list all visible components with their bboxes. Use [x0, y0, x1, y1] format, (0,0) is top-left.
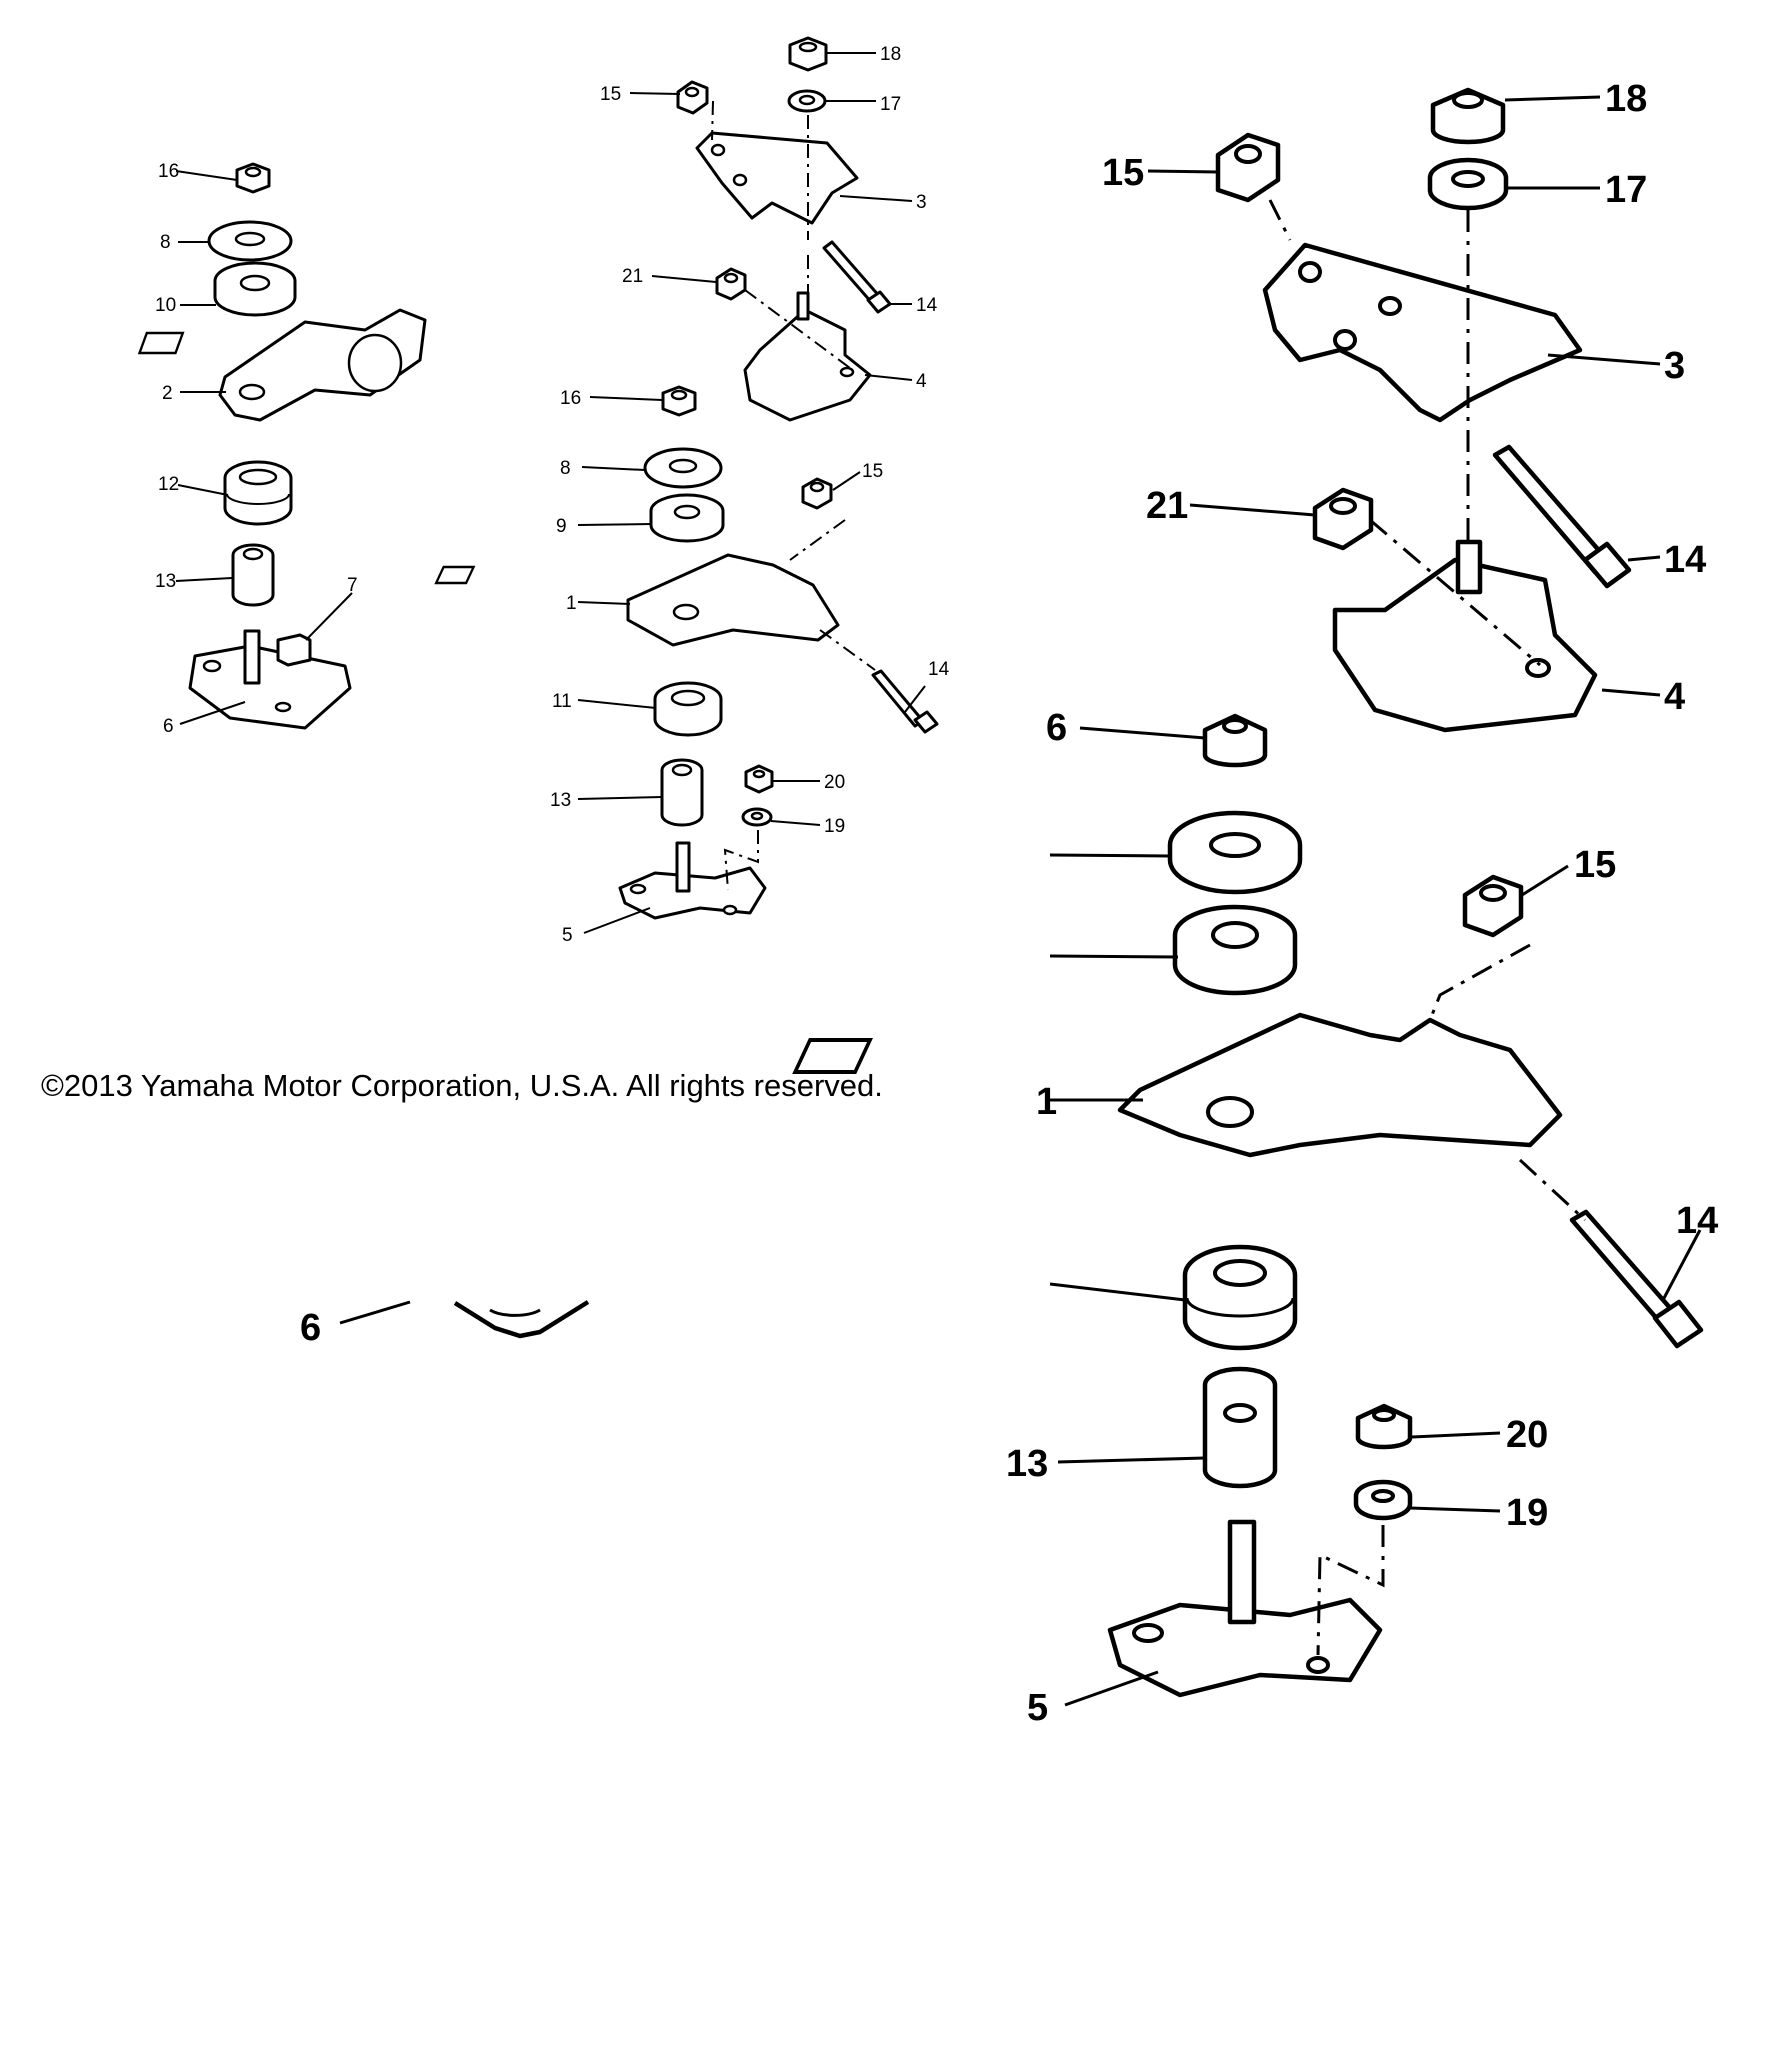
- part-nut-15-top: [676, 80, 709, 115]
- part-bracket-3-large: [1262, 242, 1583, 423]
- label-8-mid: 8: [560, 458, 571, 479]
- label-17-large: 17: [1605, 169, 1647, 211]
- part-nut-20: [744, 764, 774, 794]
- copyright-notice: ©2013 Yamaha Motor Corporation, U.S.A. A…: [41, 1068, 883, 1103]
- right-parts-group: 18 15 17 3 21 14 4 6 15 1 14 13 20 19 5: [792, 78, 1718, 1729]
- middle-parts-group: 18 15 17 3 21 14 4 16 8 15 9 1 14 11 20 …: [434, 36, 950, 946]
- part-nut-16-mid: [661, 385, 697, 417]
- label-18-mid: 18: [880, 44, 901, 65]
- label-6-large: 6: [1046, 707, 1067, 749]
- part-mount-4-large: [1332, 539, 1598, 733]
- label-3-mid: 3: [916, 192, 927, 213]
- part-bracket-1-large: [792, 1012, 1563, 1158]
- part-bracket-3: [695, 131, 859, 225]
- part-mount-4: [743, 291, 872, 422]
- label-12: 12: [158, 474, 179, 495]
- part-bracket-2: [137, 308, 427, 422]
- part-collar-13: [231, 543, 275, 607]
- label-19-mid: 19: [824, 816, 845, 837]
- label-13-mid: 13: [550, 790, 571, 811]
- label-21-large: 21: [1146, 485, 1188, 527]
- label-6-fragment: 6: [300, 1307, 321, 1349]
- label-14-mid-lower: 14: [928, 659, 950, 680]
- part-nut-16: [235, 162, 271, 194]
- part-washer-19-large: [1353, 1479, 1413, 1521]
- label-18-large: 18: [1605, 78, 1647, 120]
- label-6: 6: [163, 716, 174, 737]
- part-washer-8: [207, 220, 293, 262]
- part-bolt-14-top: [822, 240, 892, 314]
- left-parts-group: 16 8 10 2 12 13 7 6: [137, 161, 427, 737]
- label-4-large: 4: [1664, 676, 1685, 718]
- label-15-large-lower: 15: [1574, 844, 1616, 886]
- label-10: 10: [155, 295, 176, 316]
- part-bolt-14-large-lower: [1569, 1209, 1704, 1349]
- part-washer-8-mid: [643, 447, 723, 489]
- part-nut-15-mid: [801, 477, 833, 510]
- part-washer-19: [741, 807, 773, 827]
- label-19-large: 19: [1506, 1492, 1548, 1534]
- label-21-mid: 21: [622, 266, 643, 287]
- part-bolt-14-lower: [871, 669, 939, 734]
- part-plate-5: [618, 841, 767, 920]
- part-washer-17: [787, 89, 827, 113]
- part-nut-18: [788, 36, 828, 72]
- label-4-mid: 4: [916, 371, 927, 392]
- label-13-large: 13: [1006, 1443, 1048, 1485]
- label-15-large-top: 15: [1102, 152, 1144, 194]
- part-nut-18-large: [1430, 87, 1506, 145]
- part-bracket-1: [434, 553, 840, 647]
- label-5-mid: 5: [562, 925, 573, 946]
- label-8: 8: [160, 232, 171, 253]
- part-grommet-large: [1182, 1244, 1298, 1351]
- label-13: 13: [155, 571, 176, 592]
- part-nut-15-large-lower: [1462, 874, 1524, 938]
- part-collar-13-large: [1202, 1366, 1278, 1489]
- label-14-large-lower: 14: [1676, 1200, 1718, 1242]
- label-20-mid: 20: [824, 772, 845, 793]
- label-9-mid: 9: [556, 516, 567, 537]
- part-nut-21-large: [1312, 487, 1374, 551]
- label-20-large: 20: [1506, 1414, 1548, 1456]
- label-3-large: 3: [1664, 345, 1685, 387]
- part-plate-5-large: [1107, 1519, 1383, 1698]
- part-spacer-large: [1172, 904, 1298, 996]
- part-nut-6-large: [1202, 713, 1268, 768]
- part-grommet-11: [653, 681, 723, 737]
- label-1-mid: 1: [566, 593, 577, 614]
- label-11-mid: 11: [552, 691, 572, 712]
- label-16: 16: [158, 161, 179, 182]
- part-nut-15-large: [1215, 132, 1281, 203]
- part-washer-17-large: [1427, 157, 1509, 211]
- label-15-mid: 15: [862, 461, 883, 482]
- part-spacer-10: [213, 261, 297, 317]
- part-nut-21: [715, 267, 747, 301]
- label-2: 2: [162, 383, 173, 404]
- label-14-large-top: 14: [1664, 539, 1706, 581]
- part-spacer-9: [649, 493, 725, 543]
- label-15-mid-top: 15: [600, 84, 621, 105]
- part-grommet-12: [223, 460, 293, 526]
- label-17-mid: 17: [880, 94, 901, 115]
- label-14-mid-top: 14: [916, 295, 938, 316]
- fragment-group: 6: [300, 1300, 590, 1349]
- part-nut-20-large: [1355, 1403, 1413, 1450]
- label-16-mid: 16: [560, 388, 581, 409]
- label-5-large: 5: [1027, 1687, 1048, 1729]
- label-1-large: 1: [1036, 1081, 1057, 1123]
- part-collar-13-mid: [660, 758, 704, 827]
- part-bolt-14-large-top: [1492, 444, 1632, 589]
- label-7: 7: [347, 575, 358, 596]
- part-washer-8-large: [1167, 810, 1303, 895]
